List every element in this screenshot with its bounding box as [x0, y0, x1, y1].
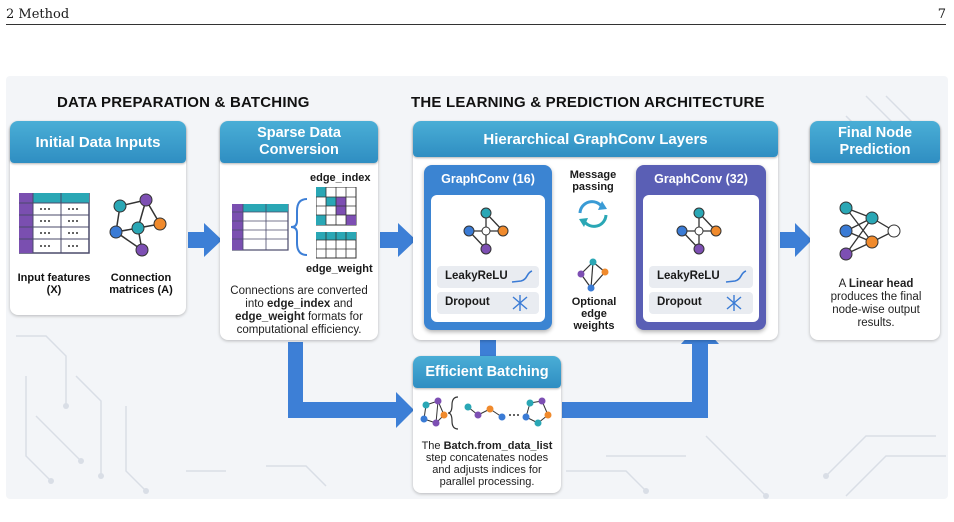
leakyrelu-pill: LeakyReLU: [437, 266, 539, 288]
dropout-label: Dropout: [445, 296, 490, 308]
initial-inputs-title: Initial Data Inputs: [10, 121, 186, 163]
edge-index-label: edge_index: [310, 172, 371, 184]
batch-graphs-icon: [420, 396, 552, 430]
arrow-right-icon: [780, 223, 812, 257]
efficient-batching-title: Efficient Batching: [413, 356, 561, 388]
graphconv-layers-title: Hierarchical GraphConv Layers: [413, 121, 778, 157]
sparse-description: Connections are converted into edge_inde…: [230, 285, 368, 336]
edge-weight-label: edge_weight: [306, 263, 373, 275]
brace-icon: [291, 198, 308, 256]
page-number: 7: [937, 7, 946, 22]
activation-curve-icon: [725, 270, 747, 283]
dropout-pill: Dropout: [649, 292, 753, 314]
edge-weight-matrix-icon: [316, 232, 357, 259]
arrow-right-icon: [380, 223, 416, 257]
section-heading: 2 Method: [6, 7, 70, 22]
batch-path-arrow: [288, 342, 414, 428]
dropout-pill: Dropout: [437, 292, 539, 314]
batching-description: The Batch.from_data_list step concatenat…: [421, 440, 553, 488]
message-passing-icon: [578, 200, 608, 228]
message-graph-icon: [463, 207, 509, 255]
table-icon: [232, 204, 289, 251]
final-prediction-description: A Linear head produces the final node-wi…: [830, 278, 922, 329]
optional-weights-label: Optional edge weights: [571, 296, 617, 332]
neural-net-icon: [839, 201, 901, 261]
graphconv-32-title: GraphConv (32): [654, 172, 748, 186]
edge-index-matrix-icon: [316, 187, 357, 226]
right-section-title: THE LEARNING & PREDICTION ARCHITECTURE: [411, 94, 765, 111]
arrow-right-icon: [188, 223, 222, 257]
message-graph-icon: [676, 207, 722, 255]
optional-weights-graph-icon: [577, 258, 609, 292]
left-section-title: DATA PREPARATION & BATCHING: [57, 94, 310, 111]
sparse-conversion-title: Sparse Data Conversion: [220, 121, 378, 163]
leakyrelu-pill: LeakyReLU: [649, 266, 753, 288]
graph-icon: [109, 193, 167, 257]
input-features-label: Input features (X): [17, 272, 91, 296]
final-prediction-title: Final Node Prediction: [810, 121, 940, 163]
leakyrelu-label: LeakyReLU: [445, 270, 508, 282]
graphconv-16-title: GraphConv (16): [441, 172, 535, 186]
dropout-label: Dropout: [657, 296, 702, 308]
table-icon: [19, 193, 90, 254]
message-passing-label: Message passing: [569, 169, 617, 193]
connection-matrices-label: Connection matrices (A): [109, 272, 173, 296]
activation-curve-icon: [511, 270, 533, 283]
leakyrelu-label: LeakyReLU: [657, 270, 720, 282]
page-header: 2 Method 7: [6, 4, 946, 25]
dropout-icon: [726, 295, 742, 311]
dropout-icon: [512, 295, 528, 311]
